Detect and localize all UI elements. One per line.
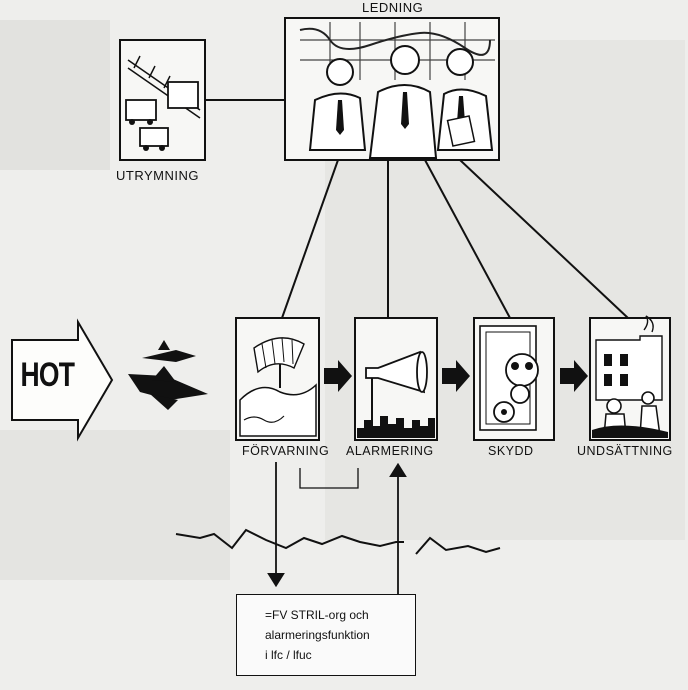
ledning-connectors xyxy=(205,99,629,319)
arrow-skydd-to-undsattning-icon xyxy=(560,360,588,392)
flow-arrows xyxy=(324,360,588,392)
ledning-picture xyxy=(284,17,500,161)
undsattning-label: UNDSÄTTNING xyxy=(577,444,673,458)
ledning-label: LEDNING xyxy=(362,0,424,15)
skydd-picture xyxy=(473,317,555,441)
utrymning-picture xyxy=(119,39,206,161)
info-line-2: alarmeringsfunktion xyxy=(265,628,370,642)
forvarning-picture xyxy=(235,317,320,441)
stril-info-box: =FV STRIL-org och alarmeringsfunktion i … xyxy=(236,594,416,676)
zigzag-line-left xyxy=(175,528,404,550)
zigzag-line-right xyxy=(415,536,501,555)
info-line-1: =FV STRIL-org och xyxy=(265,608,369,622)
alarmering-label: ALARMERING xyxy=(346,444,434,458)
skydd-label: SKYDD xyxy=(488,444,534,458)
jet-aircraft-icon xyxy=(128,340,208,410)
hot-arrow-icon xyxy=(11,318,114,442)
hot-label: HOT xyxy=(20,356,75,394)
alarmering-picture xyxy=(354,317,438,441)
utrymning-label: UTRYMNING xyxy=(116,168,199,183)
forvarning-label: FÖRVARNING xyxy=(242,444,330,458)
undsattning-picture xyxy=(589,315,671,441)
info-line-3: i lfc / lfuc xyxy=(265,648,312,662)
label-bracket xyxy=(299,468,359,489)
arrow-alarmering-to-skydd-icon xyxy=(442,360,470,392)
arrow-forvarning-to-alarmering-icon xyxy=(324,360,352,392)
